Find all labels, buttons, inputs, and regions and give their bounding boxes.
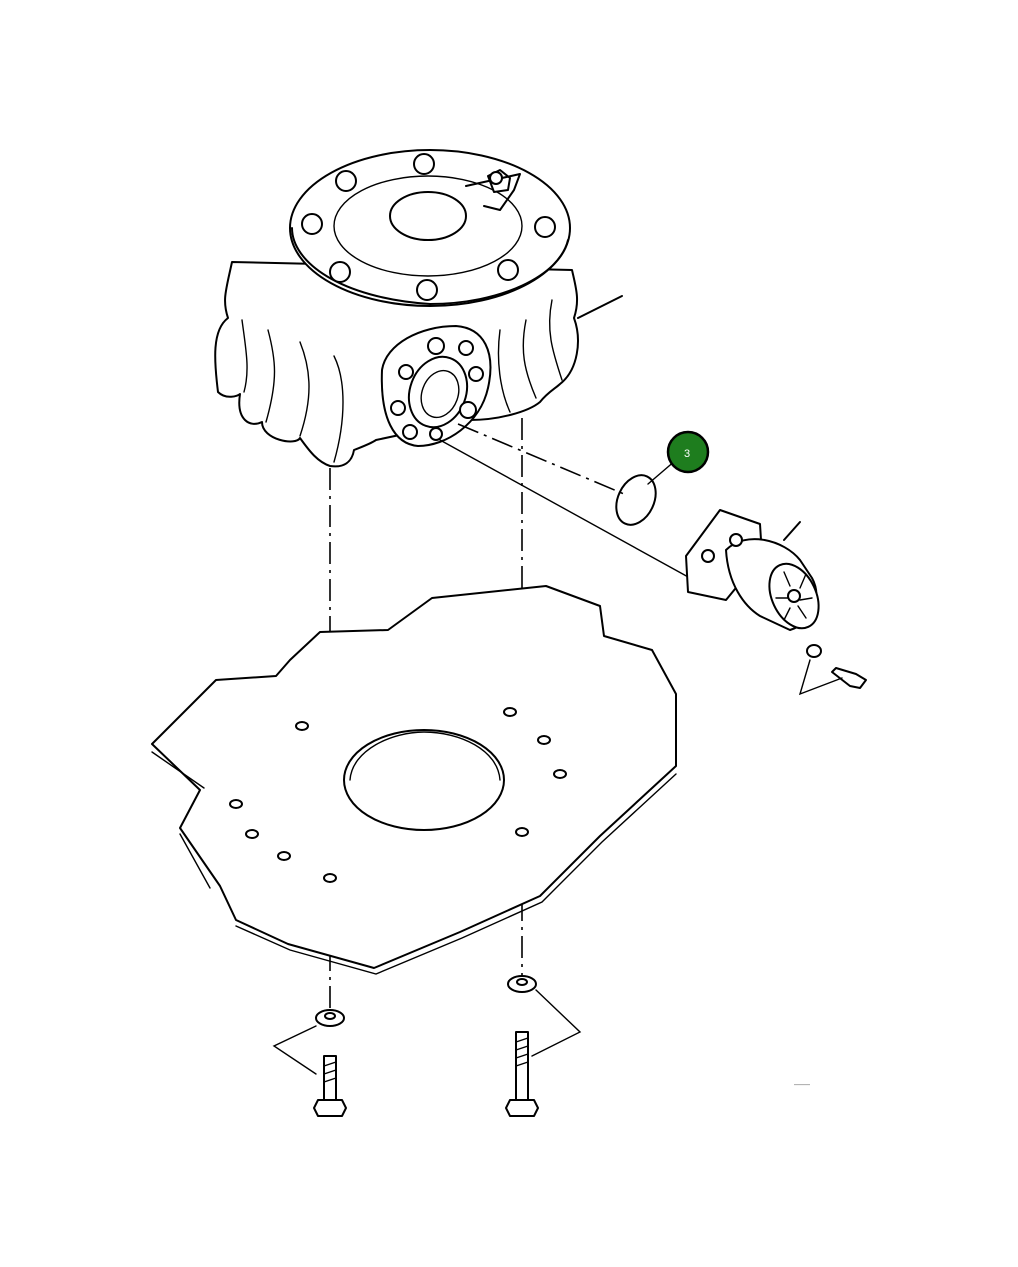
plate-bolt-right	[505, 975, 582, 1117]
callout-3[interactable]: 3	[666, 430, 710, 474]
plate-holes	[229, 707, 567, 883]
motor-bolt-set	[798, 644, 867, 696]
o-ring	[615, 474, 657, 526]
hydraulic-motor	[685, 509, 820, 631]
cover-bolts	[301, 153, 556, 301]
plate-bolt-left	[272, 1009, 347, 1117]
callout-3-label: 3	[684, 448, 690, 460]
gearbox-housing	[214, 149, 623, 468]
drawing-code: ——	[794, 1080, 810, 1089]
mounting-plate	[151, 585, 677, 975]
